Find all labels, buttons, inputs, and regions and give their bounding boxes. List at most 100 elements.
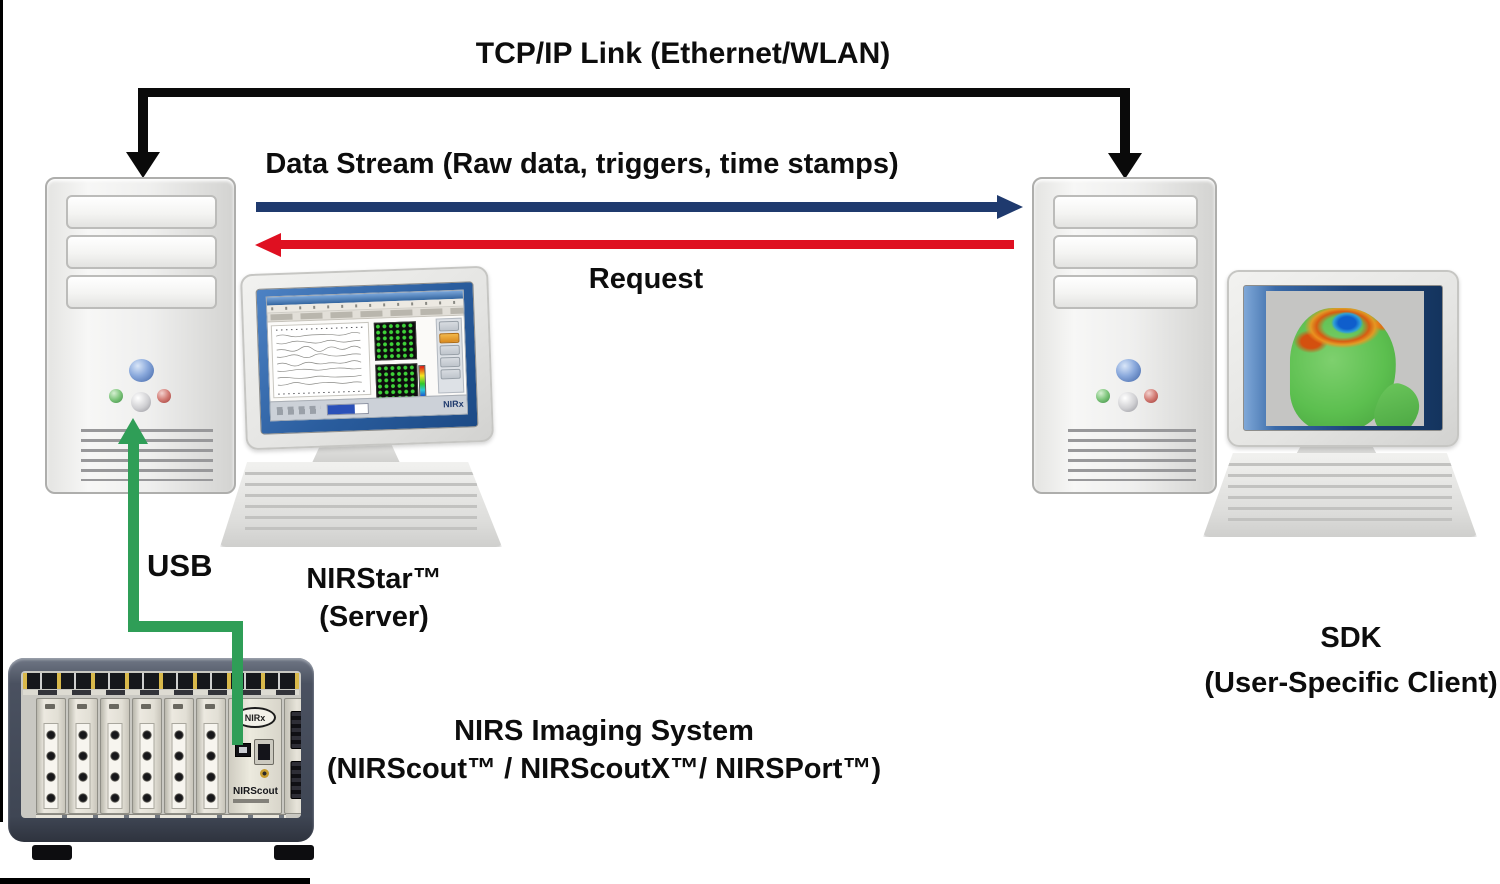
client-label: SDK (User-Specific Client) bbox=[1204, 616, 1497, 706]
sidebar-button-highlighted bbox=[439, 332, 460, 344]
device-modules: NIRx NIRScout bbox=[36, 698, 301, 814]
drive-bay bbox=[1053, 275, 1198, 309]
status-controls bbox=[276, 405, 321, 416]
detector-module bbox=[132, 698, 162, 814]
app-body bbox=[267, 315, 467, 403]
led-green-icon bbox=[1096, 389, 1110, 403]
device-bottom-tabs bbox=[36, 814, 286, 818]
request-arrow bbox=[281, 240, 1014, 249]
nirs-imaging-device-icon: NIRx NIRScout bbox=[8, 658, 314, 842]
client-label-line2: (User-Specific Client) bbox=[1204, 666, 1498, 699]
detector-module bbox=[164, 698, 194, 814]
device-foot bbox=[32, 845, 72, 860]
data-stream-arrowhead-icon bbox=[997, 195, 1023, 219]
connector-strip bbox=[107, 723, 123, 809]
power-button-icon bbox=[129, 359, 154, 382]
sma-connector-icon bbox=[260, 769, 269, 778]
imaging-system-label-line2: (NIRScout™ / NIRScoutX™/ NIRSPort™) bbox=[326, 753, 882, 786]
server-label-line2: (Server) bbox=[319, 601, 429, 634]
connector-strip bbox=[171, 723, 187, 809]
module-icon bbox=[173, 704, 183, 709]
sidebar-button bbox=[439, 344, 460, 356]
tcp-arrowhead-right-icon bbox=[1108, 153, 1142, 179]
data-stream-label: Data Stream (Raw data, triggers, time st… bbox=[265, 148, 899, 180]
drive-bay bbox=[66, 275, 217, 309]
connector-strip bbox=[75, 723, 91, 809]
keyboard-keys bbox=[1227, 463, 1453, 526]
vent-grille bbox=[1068, 429, 1196, 481]
dvi-port-icon bbox=[254, 739, 274, 765]
connector-strip bbox=[139, 723, 155, 809]
tcp-link-left-drop bbox=[138, 88, 148, 154]
request-arrowhead-icon bbox=[255, 233, 281, 257]
usb-cable-drop bbox=[232, 621, 243, 745]
progress-bar bbox=[326, 402, 369, 416]
imaging-system-label: NIRS Imaging System (NIRScout™ / NIRScou… bbox=[327, 712, 881, 789]
server-tower-icon bbox=[45, 177, 236, 494]
usb-cable-horizontal bbox=[128, 621, 243, 632]
server-label-line1: NIRStar™ bbox=[306, 563, 442, 595]
server-label: NIRStar™ (Server) bbox=[306, 560, 441, 637]
page-left-border bbox=[0, 0, 3, 822]
data-stream-arrow bbox=[256, 202, 997, 212]
drive-bay bbox=[66, 195, 217, 229]
client-label-line1: SDK bbox=[1320, 622, 1382, 654]
detector-module bbox=[68, 698, 98, 814]
server-keyboard-icon bbox=[220, 462, 502, 547]
client-monitor-icon bbox=[1227, 270, 1459, 447]
sidebar-button bbox=[440, 368, 461, 380]
module-icon bbox=[77, 704, 87, 709]
connector-strip bbox=[203, 723, 219, 809]
module-icon bbox=[205, 704, 215, 709]
progress-fill bbox=[327, 404, 356, 415]
client-keyboard-icon bbox=[1203, 453, 1477, 537]
module-icon bbox=[45, 704, 55, 709]
colorbar-icon bbox=[418, 364, 427, 400]
device-foot bbox=[274, 845, 314, 860]
sdk-screen bbox=[1243, 285, 1443, 431]
digital-io-connector-icon bbox=[290, 711, 301, 749]
drive-bay bbox=[66, 235, 217, 269]
signal-traces-plot bbox=[275, 326, 367, 395]
reset-button-icon bbox=[1118, 392, 1138, 412]
nirx-logo: NIRx bbox=[442, 398, 464, 410]
tcp-link-line bbox=[138, 88, 1130, 97]
device-brand-subline bbox=[233, 799, 269, 803]
io-module bbox=[284, 698, 301, 814]
detector-module bbox=[196, 698, 226, 814]
page-bottom-border bbox=[0, 878, 310, 884]
client-tower-icon bbox=[1032, 177, 1217, 494]
drive-bay bbox=[1053, 235, 1198, 269]
device-top-label-strip bbox=[23, 673, 299, 689]
keyboard-keys bbox=[245, 472, 477, 536]
device-front-panel: NIRx NIRScout bbox=[21, 671, 301, 818]
tcp-link-label: TCP/IP Link (Ethernet/WLAN) bbox=[475, 37, 891, 70]
nirstar-app-window: NIRx bbox=[265, 289, 469, 422]
usb-cable-vertical bbox=[128, 440, 139, 632]
reset-button-icon bbox=[131, 392, 151, 412]
head-render-panel bbox=[1266, 291, 1424, 426]
imaging-system-label-line1: NIRS Imaging System bbox=[454, 715, 754, 747]
controller-module: NIRx NIRScout bbox=[228, 698, 282, 814]
connector-strip bbox=[43, 723, 59, 809]
device-brand-label: NIRScout bbox=[233, 786, 278, 797]
server-monitor-icon: NIRx bbox=[240, 265, 494, 451]
usb-label: USB bbox=[147, 548, 213, 583]
power-button-icon bbox=[1116, 359, 1141, 382]
usb-port-icon bbox=[235, 743, 251, 757]
signal-traces-panel bbox=[270, 321, 372, 399]
drive-bay bbox=[1053, 195, 1198, 229]
usb-cable-arrowhead-icon bbox=[118, 418, 148, 444]
detector-module bbox=[36, 698, 66, 814]
request-label: Request bbox=[588, 263, 704, 295]
led-red-icon bbox=[1144, 389, 1158, 403]
app-sidebar bbox=[435, 317, 465, 394]
led-red-icon bbox=[157, 389, 171, 403]
led-green-icon bbox=[109, 389, 123, 403]
digital-io-connector-icon bbox=[290, 761, 301, 799]
tcp-arrowhead-left-icon bbox=[126, 152, 160, 178]
device-label-row bbox=[23, 690, 299, 695]
optode-array-top bbox=[373, 321, 418, 361]
sidebar-button bbox=[438, 320, 460, 332]
sidebar-button bbox=[440, 356, 461, 368]
